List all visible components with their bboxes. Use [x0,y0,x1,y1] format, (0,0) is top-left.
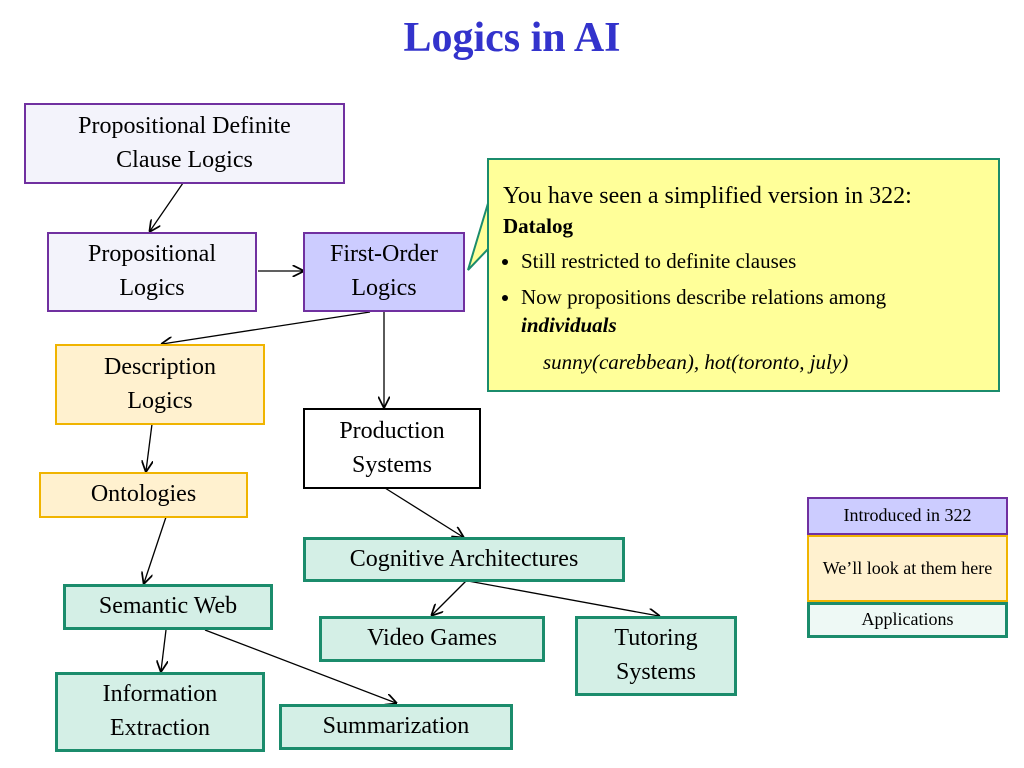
node-ontologies: Ontologies [39,472,248,518]
node-label: Propositional Definite Clause Logics [78,112,291,173]
arrow-definite-to-propositional [150,182,184,231]
callout-bullets: Still restricted to definite clauses Now… [503,247,984,340]
arrow-semantic-to-info-extraction [161,629,166,671]
node-first-order: First-Order Logics [303,232,465,312]
node-label: First-Order Logics [330,241,438,301]
node-label: Cognitive Architectures [349,545,579,572]
arrow-ontologies-to-semantic-web [144,516,167,583]
callout-datalog-label: Datalog [503,214,573,239]
node-video-games: Video Games [319,616,545,662]
slide-title: Logics in AI [403,15,621,61]
node-production-systems: Production Systems [303,408,481,489]
node-summarization: Summarization [279,704,513,750]
arrow-semantic-to-summarization [204,629,396,703]
node-label: Ontologies [90,481,197,508]
legend-look-here: We’ll look at them here [807,535,1008,602]
node-propositional: Propositional Logics [47,232,257,312]
datalog-callout: You have seen a simplified version in 32… [487,158,1000,392]
arrow-cognitive-to-tutoring [467,580,659,616]
node-label: Production Systems [339,417,445,478]
callout-example: sunny(carebbean), hot(toronto, july) [543,349,849,374]
node-label: Propositional Logics [87,241,216,301]
callout-bullet-relations: Now propositions describe relations amon… [521,283,984,340]
callout-bullet-restricted: Still restricted to definite clauses [521,247,984,275]
arrow-description-to-ontologies [146,423,152,471]
callout-intro: You have seen a simplified version in 32… [503,183,912,209]
node-propositional-definite: Propositional Definite Clause Logics [24,103,345,184]
node-description-logics: Description Logics [55,344,265,425]
arrow-first-order-to-description [162,311,371,344]
callout-individuals: individuals [521,313,617,338]
arrow-cognitive-to-video-games [432,580,467,615]
node-label: Information Extraction [102,681,218,741]
node-label: Video Games [367,625,497,652]
arrow-production-to-cognitive [384,487,463,537]
node-label: Tutoring Systems [614,625,698,685]
node-information-extraction: Information Extraction [55,672,265,752]
node-label: Semantic Web [98,593,238,620]
legend-introduced: Introduced in 322 [807,497,1008,535]
node-cognitive-architectures: Cognitive Architectures [303,537,625,582]
callout-pointer [467,199,490,271]
node-semantic-web: Semantic Web [63,584,273,630]
node-label: Summarization [322,713,470,740]
node-tutoring-systems: Tutoring Systems [575,616,737,696]
legend-applications: Applications [807,602,1008,638]
node-label: Description Logics [104,353,216,414]
